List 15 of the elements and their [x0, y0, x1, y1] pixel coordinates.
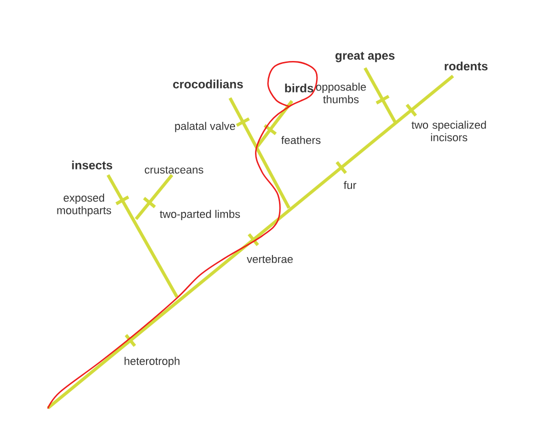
- trait-label: fur: [344, 180, 356, 190]
- taxon-name: birds: [285, 84, 314, 92]
- trait-label: heterotroph: [124, 356, 180, 368]
- trait-label: vertebrae: [246, 254, 293, 264]
- trait-label: two-parted limbs: [160, 210, 240, 220]
- taxon-name: crocodilians: [173, 80, 243, 88]
- trait-label: crustaceans: [144, 166, 204, 174]
- taxon-name: rodents: [444, 62, 488, 70]
- trait-label: opposable thumbs: [316, 82, 366, 104]
- trait-label: palatal valve: [175, 122, 236, 132]
- trait-label: two specialized incisors: [412, 120, 486, 142]
- taxon-name: great apes: [335, 52, 394, 62]
- trait-label: exposed mouthparts: [57, 194, 112, 216]
- taxon-name: insects: [72, 160, 112, 170]
- trait-label: feathers: [281, 136, 320, 144]
